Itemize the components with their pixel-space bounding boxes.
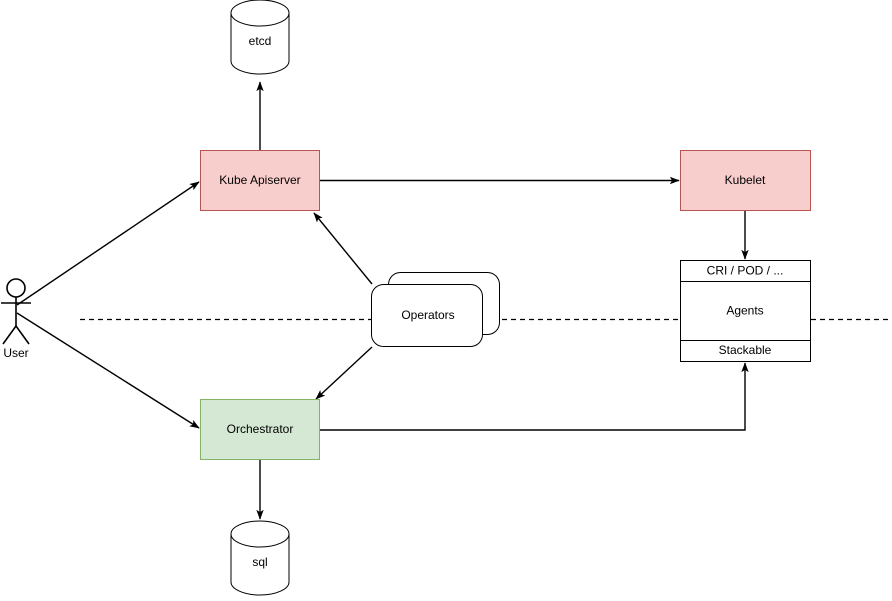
etcd-cylinder-body (230, 12, 290, 75)
node-kube-apiserver[interactable]: Kube Apiserver (200, 150, 320, 211)
agents-stack-outer-box (680, 260, 811, 362)
node-kubelet[interactable]: Kubelet (680, 150, 811, 211)
actor-user-label: User (3, 346, 28, 360)
agents-stack-footer-label: Stackable (719, 343, 772, 357)
actor-leg-left (2, 325, 17, 345)
agents-stack-header-label: CRI / POD / ... (707, 264, 784, 278)
node-orchestrator[interactable]: Orchestrator (200, 399, 320, 460)
edge-user-to-orchestrator (16, 312, 200, 429)
orchestrator-box (200, 399, 320, 460)
edge-operators-to-apiserver (313, 212, 373, 285)
actor-head (6, 278, 26, 298)
edge-user-to-apiserver (16, 181, 200, 306)
edge-operators-to-orchestrator (315, 346, 373, 400)
sql-cylinder-top (230, 520, 290, 548)
apiserver-box (200, 150, 320, 211)
sql-cylinder-body (230, 533, 290, 596)
node-operators-label: Operators (401, 308, 454, 322)
actor-user: User (1, 278, 31, 360)
node-etcd[interactable]: etcd (230, 0, 290, 75)
kubelet-box (680, 150, 811, 211)
node-operators[interactable]: Operators (371, 272, 500, 347)
node-orchestrator-label: Orchestrator (227, 422, 294, 436)
node-agents-stack[interactable]: CRI / POD / ... Agents Stackable (680, 260, 811, 362)
actor-leg-right (15, 325, 30, 345)
node-sql[interactable]: sql (230, 520, 290, 596)
edge-orchestrator-to-stackable (320, 362, 749, 431)
operators-front-card (371, 284, 483, 347)
node-etcd-label: etcd (249, 34, 272, 48)
agents-stack-body-label: Agents (726, 304, 763, 318)
node-sql-label: sql (252, 555, 267, 569)
etcd-cylinder-top (230, 0, 290, 27)
node-apiserver-label: Kube Apiserver (219, 173, 300, 187)
node-kubelet-label: Kubelet (725, 173, 766, 187)
